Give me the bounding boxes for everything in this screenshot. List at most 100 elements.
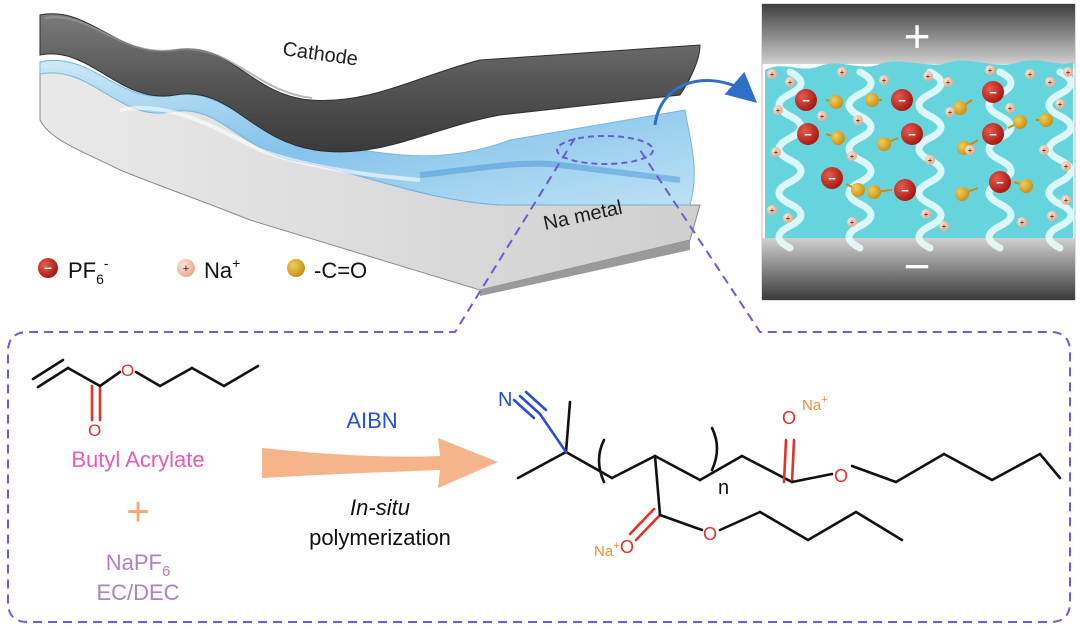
polymer-structure (512, 390, 1062, 542)
na-cation (785, 77, 795, 87)
na-cation (1055, 99, 1065, 109)
na-cation (943, 77, 953, 87)
na-cation (767, 205, 777, 215)
pf6-anion-icon (38, 258, 58, 278)
na-cation (945, 107, 955, 117)
legend-item-na: + Na+ (177, 255, 240, 283)
pf6-anion (989, 171, 1011, 193)
na-cation (939, 221, 949, 231)
zoom-region-ellipse (556, 135, 654, 165)
na-cation-mark: + (942, 222, 947, 231)
solvent-label: EC/DEC (96, 580, 179, 605)
cathode-top-highlight (44, 16, 313, 99)
pf6-anion-mark: − (802, 93, 810, 108)
pf6-anion (821, 167, 843, 189)
upper-carbonyl-oxygen: O (782, 408, 796, 428)
pf6-anion-mark: − (804, 127, 812, 142)
na-cation-mark: + (1050, 212, 1055, 221)
pf6-anion (894, 179, 916, 201)
electrolyte-zoom-panel: −−−−−−−−−++++++++++++++++++++++++++++++ … (761, 3, 1076, 301)
na-cation-mark: + (928, 156, 933, 165)
monomer-label: Butyl Acrylate (71, 447, 204, 472)
carbonyl-group (955, 187, 969, 201)
na-cation (1005, 103, 1015, 113)
na-cation (847, 151, 857, 161)
pf6-anion-mark: − (898, 93, 906, 108)
na-cation (921, 209, 931, 219)
na-cation-mark: + (774, 148, 779, 157)
na-cation-mark: + (850, 218, 855, 227)
na-cation-mark: + (770, 70, 775, 79)
pf6-anion (982, 81, 1004, 103)
na-metal-edge (480, 240, 690, 296)
na-cation-mark: + (1020, 218, 1025, 227)
lower-ester-oxygen: O (703, 524, 717, 544)
na-cation-mark: + (788, 78, 793, 87)
pf6-icon-mark: − (44, 260, 52, 276)
na-cation (773, 105, 783, 115)
cathode-label: Cathode (281, 38, 359, 70)
negative-electrode-plate (762, 238, 1075, 300)
na-cation (1039, 145, 1049, 155)
na-cation-icon (177, 259, 195, 277)
na-cation (965, 145, 975, 155)
in-situ-label: In-situ (350, 495, 410, 520)
carbonyl-group (867, 185, 881, 199)
na-cation (771, 147, 781, 157)
carbonyl-group (831, 131, 845, 145)
carbonyl-group (1019, 179, 1033, 193)
na-cation (1061, 195, 1071, 205)
battery-illustration: Cathode Na metal (39, 13, 701, 296)
upper-ester-oxygen: O (834, 466, 848, 486)
na-cation (1047, 211, 1057, 221)
carbonyl-group (877, 137, 891, 151)
na-cation (1025, 69, 1035, 79)
na-cation (847, 217, 857, 227)
carbonyl-group (851, 183, 865, 197)
carbonyl-group (865, 93, 879, 107)
pf6-anion (982, 123, 1004, 145)
reaction-arrow (262, 438, 498, 488)
na-cation-mark: + (1042, 146, 1047, 155)
positive-sign: + (904, 10, 931, 62)
na-cation-mark: + (1048, 78, 1053, 87)
na-cation-mark: + (840, 68, 845, 77)
carbonyl-group (829, 95, 843, 109)
gel-shadow (419, 160, 681, 183)
nitrile-nitrogen: N (498, 389, 512, 411)
na-cation-mark: + (1028, 70, 1033, 79)
na-cation (1017, 217, 1027, 227)
na-cation-mark: + (770, 206, 775, 215)
negative-sign: − (904, 240, 931, 292)
na-cation-mark: + (1066, 68, 1071, 77)
repeat-n-label: n (718, 477, 729, 499)
polymer-chain (1045, 68, 1075, 252)
na-cation (1061, 161, 1071, 171)
positive-electrode-plate (762, 4, 1075, 64)
monomer-carbonyl-oxygen: O (88, 421, 101, 440)
upper-sodium-label: Na+ (802, 394, 828, 414)
pf6-anion-mark: − (901, 183, 909, 198)
na-icon-mark: + (183, 263, 189, 275)
butyl-acrylate-structure (31, 358, 260, 422)
legend: − PF6- + Na+ -C=O (38, 255, 367, 287)
na-cation-mark: + (786, 214, 791, 223)
pf6-anion (901, 123, 923, 145)
plus-sign: + (126, 490, 149, 534)
na-cation-mark: + (946, 78, 951, 87)
carbonyl-group (1039, 113, 1053, 127)
legend-pf6-label: PF6- (68, 255, 109, 287)
na-cation (1045, 77, 1055, 87)
lower-sodium-label: Na+ (594, 540, 620, 560)
pf6-anion-mark: − (989, 85, 997, 100)
carbonyl-group (953, 101, 967, 115)
na-cation (879, 75, 889, 85)
na-cation (1063, 67, 1073, 77)
na-cation (985, 65, 995, 75)
zoom-arrow (653, 71, 758, 126)
na-cation-mark: + (850, 152, 855, 161)
pf6-anion (891, 89, 913, 111)
polymer-chain (775, 68, 805, 252)
na-cation (817, 111, 827, 121)
